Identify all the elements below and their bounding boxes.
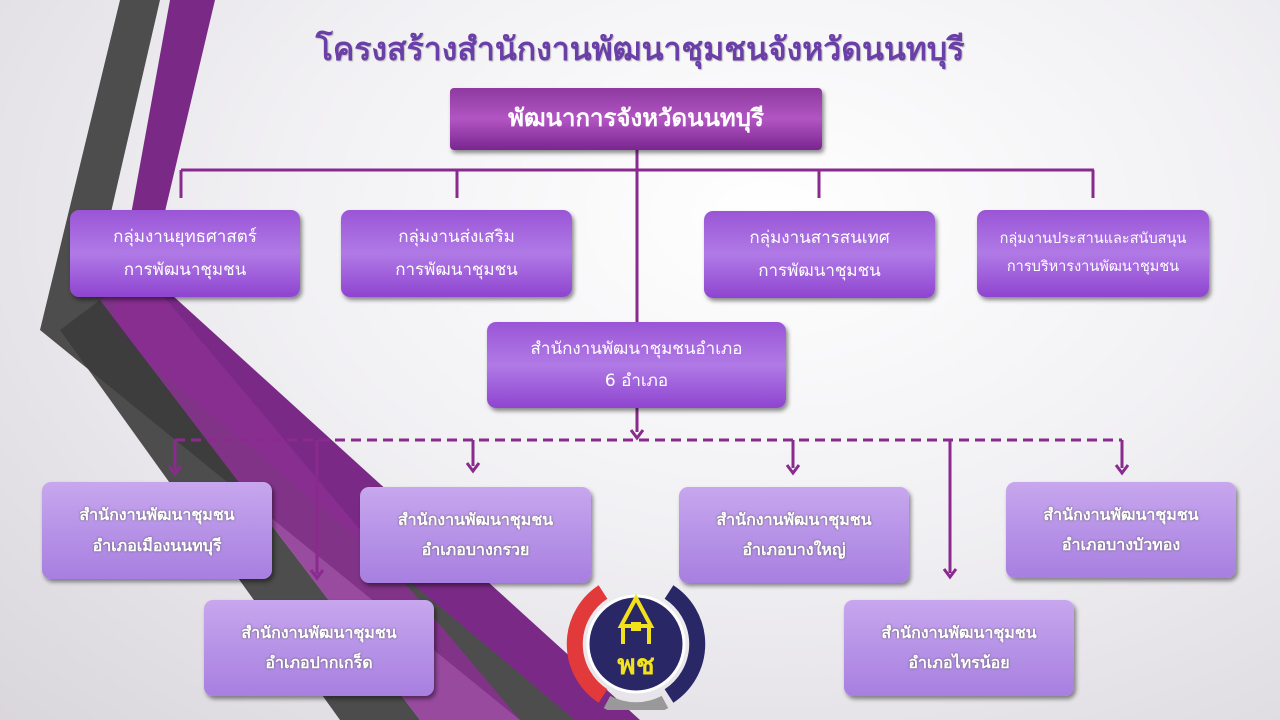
district-box-pakkret: สำนักงานพัฒนาชุมชนอำเภอปากเกร็ด [204, 600, 434, 696]
line2: อำเภอบางใหญ่ [742, 540, 846, 559]
line1: สำนักงานพัฒนาชุมชนอำเภอ [530, 338, 743, 359]
line1: กลุ่มงานยุทธศาสตร์ [113, 227, 257, 248]
line1: สำนักงานพัฒนาชุมชน [716, 509, 872, 529]
district-box-bangkruai: สำนักงานพัฒนาชุมชนอำเภอบางกรวย [360, 487, 591, 583]
line2: อำเภอเมืองนนทบุรี [92, 535, 222, 555]
line1: สำนักงานพัฒนาชุมชน [79, 505, 235, 525]
line2: การพัฒนาชุมชน [758, 260, 881, 281]
head-box: พัฒนาการจังหวัดนนทบุรี [450, 88, 822, 150]
line2: อำเภอไทรน้อย [908, 653, 1010, 672]
group-box-strategy: กลุ่มงานยุทธศาสตร์การพัฒนาชุมชน [70, 210, 300, 297]
logo-text: พช [617, 648, 654, 681]
district-box-mueang: สำนักงานพัฒนาชุมชนอำเภอเมืองนนทบุรี [42, 482, 272, 579]
line1: สำนักงานพัฒนาชุมชน [1043, 504, 1199, 524]
connector-lines [167, 150, 1130, 581]
cdd-logo: พช [566, 585, 706, 710]
line2: การบริหารงานพัฒนาชุมชน [1006, 258, 1180, 275]
line2: การพัฒนาชุมชน [395, 259, 518, 280]
line1: สำนักงานพัฒนาชุมชน [241, 622, 397, 642]
group-box-promotion: กลุ่มงานส่งเสริมการพัฒนาชุมชน [341, 210, 572, 297]
line2: อำเภอปากเกร็ด [265, 653, 373, 672]
line1: กลุ่มงานส่งเสริม [398, 227, 515, 248]
line1: กลุ่มงานประสานและสนับสนุน [999, 230, 1187, 247]
line2: การพัฒนาชุมชน [123, 259, 247, 280]
line2: อำเภอบางกรวย [421, 540, 530, 559]
district-box-bangyai: สำนักงานพัฒนาชุมชนอำเภอบางใหญ่ [679, 487, 909, 583]
line2: 6 อำเภอ [604, 371, 669, 391]
group-box-coordination: กลุ่มงานประสานและสนับสนุนการบริหารงานพัฒ… [977, 210, 1209, 297]
page-title: โครงสร้างสำนักงานพัฒนาชุมชนจังหวัดนนทบุร… [315, 30, 965, 68]
district-box-bangbuathong: สำนักงานพัฒนาชุมชนอำเภอบางบัวทอง [1006, 482, 1236, 578]
district-office-box: สำนักงานพัฒนาชุมชนอำเภอ 6 อำเภอ [487, 322, 786, 408]
line1: กลุ่มงานสารสนเทศ [749, 228, 890, 249]
group-box-information: กลุ่มงานสารสนเทศการพัฒนาชุมชน [704, 211, 935, 298]
line1: สำนักงานพัฒนาชุมชน [881, 622, 1037, 642]
district-box-sainoi: สำนักงานพัฒนาชุมชนอำเภอไทรน้อย [844, 600, 1074, 696]
line2: อำเภอบางบัวทอง [1061, 535, 1181, 554]
line1: สำนักงานพัฒนาชุมชน [397, 509, 554, 529]
